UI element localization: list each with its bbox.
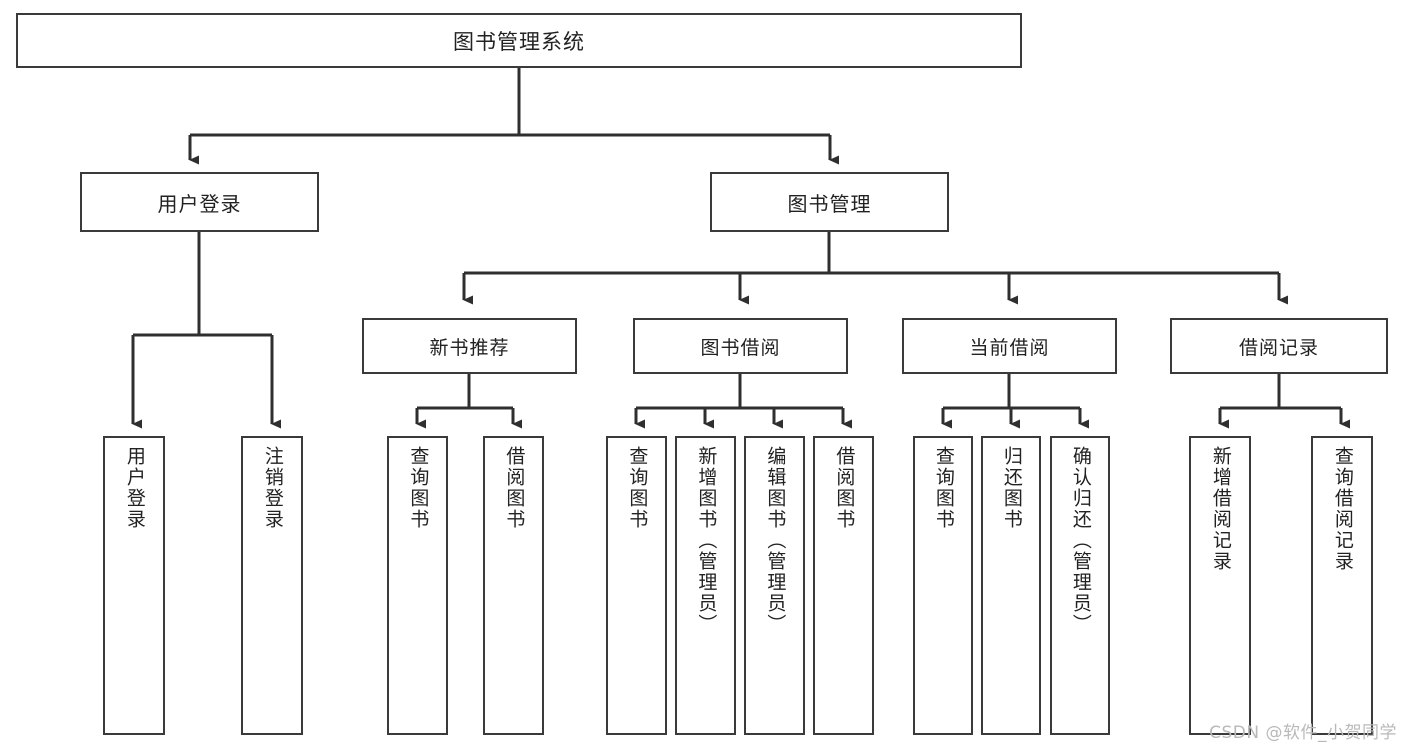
leaf-new-book-query-book[interactable]: 查询图书 — [387, 436, 448, 735]
node-book-management[interactable]: 图书管理 — [710, 172, 949, 232]
leaf-user-login-login-label: 用户登录 — [123, 446, 146, 530]
node-user-login-label: 用户登录 — [157, 191, 242, 216]
leaf-book-borrow-edit-book-admin[interactable]: 编辑图书（管理员） — [744, 436, 805, 735]
node-current-borrow[interactable]: 当前借阅 — [902, 318, 1117, 374]
node-borrow-record[interactable]: 借阅记录 — [1170, 318, 1388, 374]
node-current-borrow-label: 当前借阅 — [969, 336, 1050, 359]
leaf-new-book-borrow-book-label: 借阅图书 — [503, 446, 526, 530]
leaf-book-borrow-add-book-admin[interactable]: 新增图书（管理员） — [675, 436, 736, 735]
leaf-current-borrow-confirm-return-admin-label: 确认归还（管理员） — [1069, 446, 1092, 635]
leaf-borrow-record-add-record[interactable]: 新增借阅记录 — [1189, 436, 1251, 735]
node-new-book-recommend[interactable]: 新书推荐 — [362, 318, 577, 374]
node-book-borrow[interactable]: 图书借阅 — [633, 318, 848, 374]
node-root-label: 图书管理系统 — [453, 29, 585, 54]
leaf-book-borrow-query-book-label: 查询图书 — [626, 446, 649, 530]
leaf-book-borrow-add-book-admin-label: 新增图书（管理员） — [695, 446, 718, 635]
leaf-current-borrow-query-book[interactable]: 查询图书 — [913, 436, 973, 735]
leaf-new-book-query-book-label: 查询图书 — [407, 446, 430, 530]
csdn-watermark: CSDN @软件_小贺同学 — [1209, 723, 1397, 743]
node-borrow-record-label: 借阅记录 — [1238, 336, 1319, 359]
leaf-user-login-logout-label: 注销登录 — [261, 446, 284, 530]
leaf-user-login-login[interactable]: 用户登录 — [103, 436, 165, 735]
leaf-user-login-logout[interactable]: 注销登录 — [241, 436, 303, 735]
node-user-login[interactable]: 用户登录 — [80, 172, 319, 232]
leaf-current-borrow-return-book[interactable]: 归还图书 — [981, 436, 1041, 735]
node-root-book-management-system[interactable]: 图书管理系统 — [16, 13, 1022, 68]
leaf-current-borrow-query-book-label: 查询图书 — [932, 446, 955, 530]
node-book-borrow-label: 图书借阅 — [700, 336, 781, 359]
leaf-borrow-record-query-record-label: 查询借阅记录 — [1331, 446, 1354, 572]
node-new-book-recommend-label: 新书推荐 — [429, 336, 510, 359]
leaf-book-borrow-borrow-book[interactable]: 借阅图书 — [813, 436, 874, 735]
leaf-current-borrow-return-book-label: 归还图书 — [1000, 446, 1023, 530]
leaf-current-borrow-confirm-return-admin[interactable]: 确认归还（管理员） — [1050, 436, 1110, 735]
node-book-management-label: 图书管理 — [787, 191, 872, 216]
leaf-book-borrow-edit-book-admin-label: 编辑图书（管理员） — [764, 446, 787, 635]
leaf-book-borrow-query-book[interactable]: 查询图书 — [606, 436, 667, 735]
leaf-borrow-record-add-record-label: 新增借阅记录 — [1209, 446, 1232, 572]
leaf-new-book-borrow-book[interactable]: 借阅图书 — [483, 436, 544, 735]
leaf-borrow-record-query-record[interactable]: 查询借阅记录 — [1311, 436, 1373, 735]
leaf-book-borrow-borrow-book-label: 借阅图书 — [833, 446, 856, 530]
